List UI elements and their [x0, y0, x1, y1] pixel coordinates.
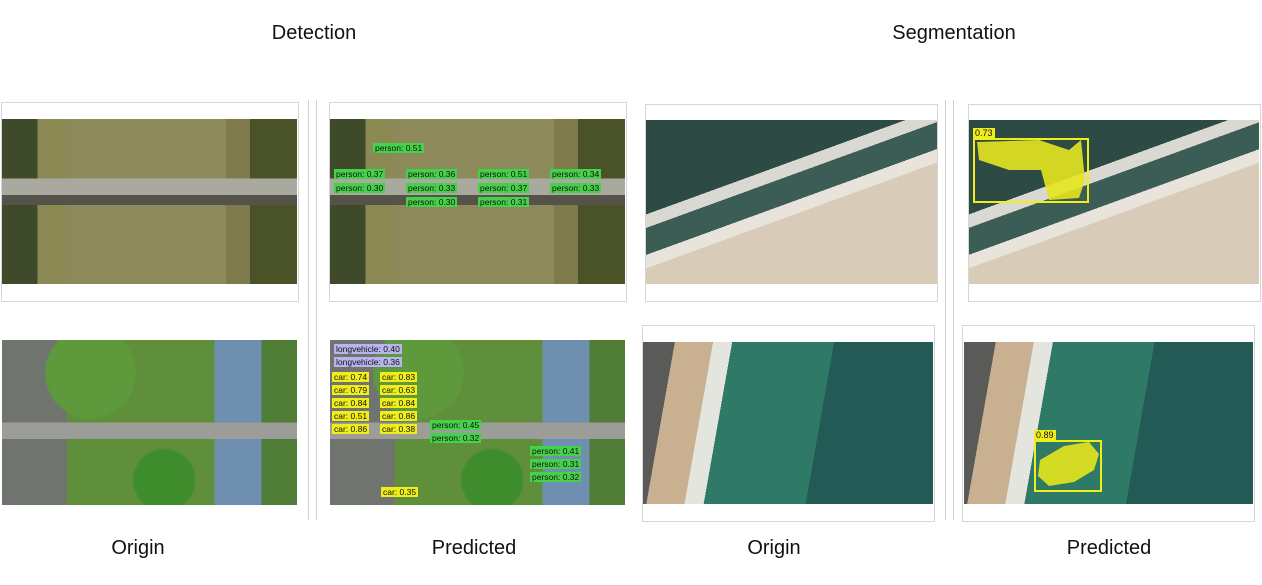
- caption-origin-detection: Origin: [111, 537, 165, 559]
- divider: [308, 100, 309, 520]
- detection-label: person: 0.30: [406, 197, 458, 207]
- segmentation-mask: [1038, 442, 1099, 486]
- divider: [945, 100, 946, 520]
- detection-label: person: 0.32: [530, 472, 582, 482]
- detection-label: person: 0.37: [478, 183, 530, 193]
- beach-predicted-image: 0.73: [969, 120, 1259, 284]
- detection-label: person: 0.51: [478, 169, 530, 179]
- detection-label: person: 0.45: [430, 420, 482, 430]
- city-predicted-image: longvehicle: 0.40 longvehicle: 0.36 car:…: [330, 340, 625, 505]
- detection-label: car: 0.63: [380, 385, 418, 395]
- detection-label: car: 0.84: [380, 398, 418, 408]
- detection-label: longvehicle: 0.36: [334, 357, 402, 367]
- segmentation-mask: [977, 140, 1085, 200]
- detection-label: car: 0.74: [332, 372, 370, 382]
- bridge-predicted-image: person: 0.51 person: 0.37 person: 0.36 p…: [330, 119, 625, 284]
- detection-label: car: 0.79: [332, 385, 370, 395]
- detection-label: person: 0.30: [334, 183, 386, 193]
- detection-label: person: 0.41: [530, 446, 582, 456]
- segmentation-score: 0.73: [973, 128, 995, 138]
- coast-origin-image: [643, 342, 933, 504]
- detection-label: car: 0.51: [332, 411, 370, 421]
- detection-label: car: 0.38: [380, 424, 418, 434]
- caption-predicted-detection: Predicted: [431, 537, 517, 559]
- detection-label: person: 0.51: [373, 143, 425, 153]
- detection-header: Detection: [271, 22, 357, 44]
- coast-predicted-image: 0.89: [964, 342, 1253, 504]
- beach-origin-image: [646, 120, 937, 284]
- detection-label: car: 0.86: [380, 411, 418, 421]
- segmentation-box: [973, 138, 1089, 203]
- city-origin-image: [2, 340, 297, 505]
- detection-label: person: 0.31: [530, 459, 582, 469]
- detection-label: longvehicle: 0.40: [334, 344, 402, 354]
- bridge-origin-image: [2, 119, 297, 284]
- segmentation-score: 0.89: [1034, 430, 1056, 440]
- segmentation-box: [1034, 440, 1102, 492]
- detection-label: person: 0.36: [406, 169, 458, 179]
- detection-label: car: 0.35: [381, 487, 419, 497]
- segmentation-header: Segmentation: [892, 22, 1016, 44]
- detection-label: person: 0.37: [334, 169, 386, 179]
- detection-label: car: 0.84: [332, 398, 370, 408]
- detection-label: car: 0.83: [380, 372, 418, 382]
- caption-predicted-segmentation: Predicted: [1066, 537, 1152, 559]
- detection-label: person: 0.31: [478, 197, 530, 207]
- detection-label: car: 0.86: [332, 424, 370, 434]
- detection-label: person: 0.32: [430, 433, 482, 443]
- detection-label: person: 0.33: [406, 183, 458, 193]
- divider: [953, 100, 954, 520]
- divider: [316, 100, 317, 520]
- caption-origin-segmentation: Origin: [747, 537, 801, 559]
- detection-label: person: 0.33: [550, 183, 602, 193]
- detection-label: person: 0.34: [550, 169, 602, 179]
